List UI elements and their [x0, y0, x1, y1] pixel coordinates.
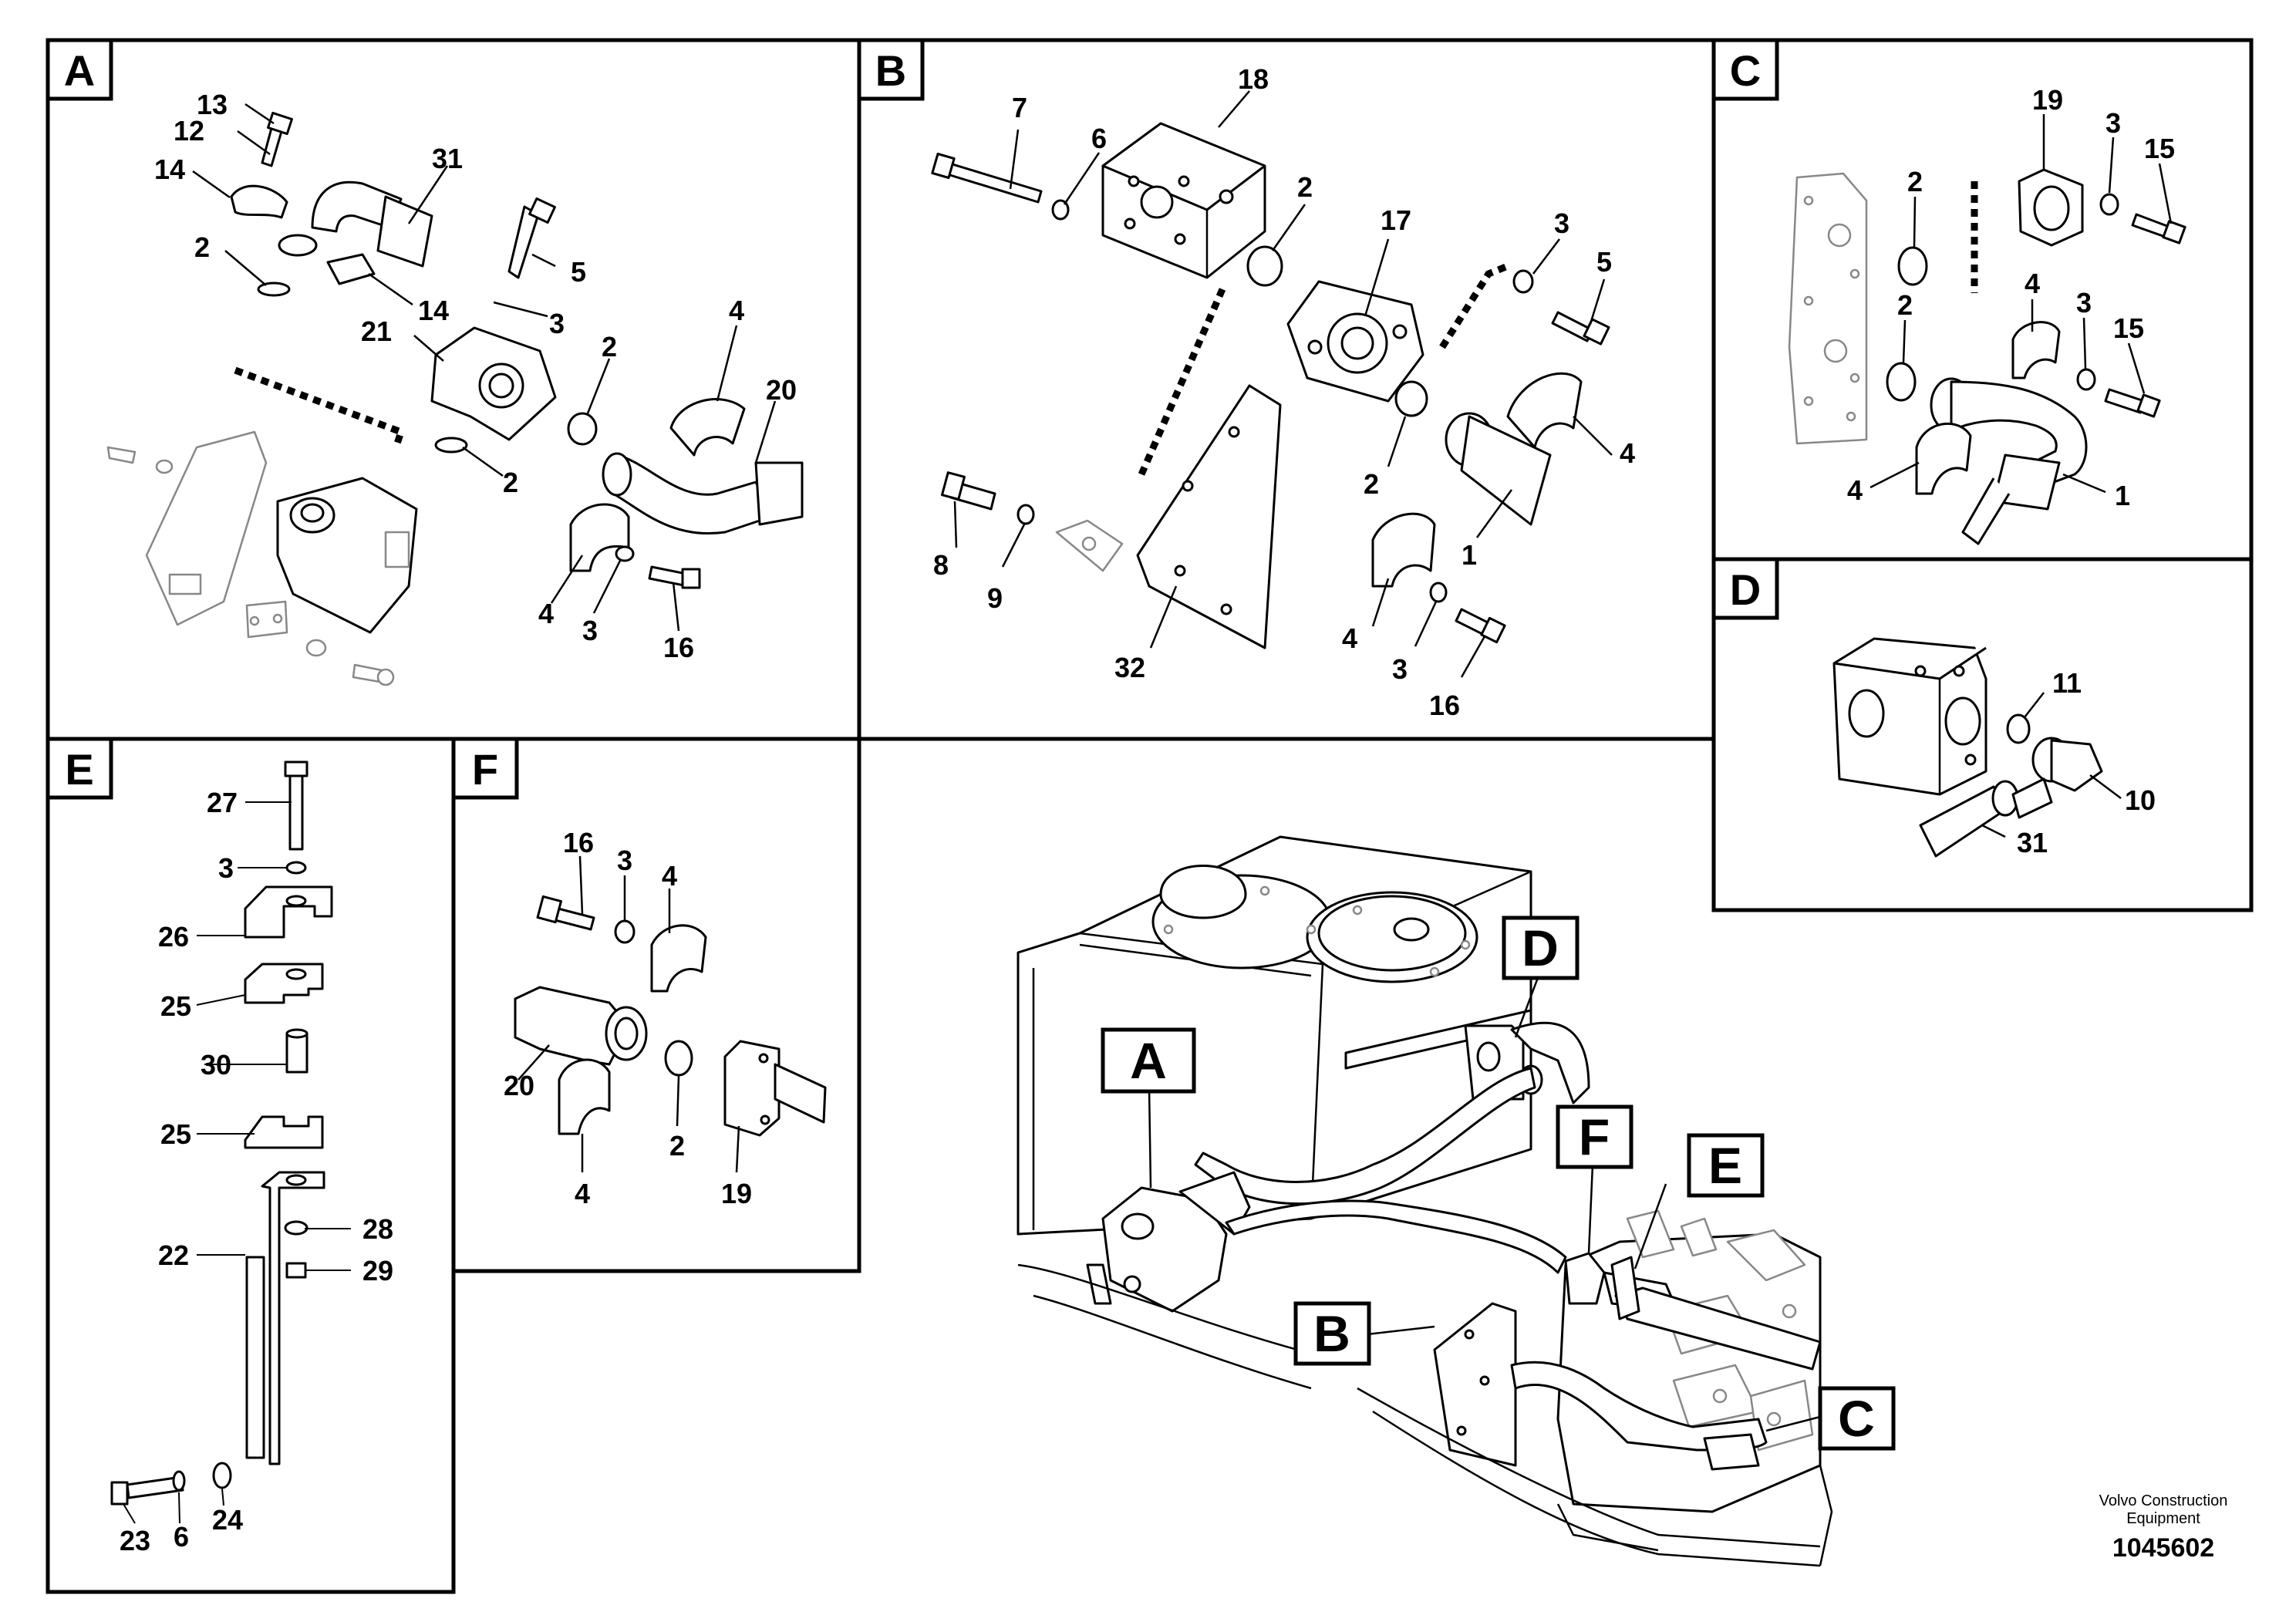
callout-C-2: 2: [1907, 166, 1923, 197]
callout-A-2b: 2: [602, 331, 617, 363]
callout-E-3: 3: [218, 852, 234, 884]
callout-C-15b: 15: [2113, 312, 2144, 344]
callout-D-10: 10: [2125, 784, 2156, 816]
overview-label-D: D: [1522, 919, 1559, 976]
callout-E-30: 30: [201, 1049, 231, 1081]
callout-A-21: 21: [361, 315, 392, 347]
callout-A-3b: 3: [582, 615, 598, 646]
callout-C-15: 15: [2144, 133, 2175, 164]
callout-F-16: 16: [563, 827, 594, 858]
panel-B-artwork: 7 6 18 2 17 3 5 4 2 1 8 9 32 4 3 16: [931, 63, 1635, 721]
callout-C-1: 1: [2115, 480, 2130, 511]
panel-F-artwork: 16 3 4 20 2 4 19: [504, 827, 827, 1209]
callout-E-25: 25: [160, 990, 191, 1022]
callout-E-27: 27: [207, 787, 238, 818]
panel-E-letter: E: [65, 745, 93, 794]
overview-label-B: B: [1313, 1305, 1350, 1362]
callout-E-26: 26: [158, 921, 189, 953]
footer-brand-line2: Equipment: [2126, 1510, 2200, 1527]
callout-A-16: 16: [663, 632, 694, 663]
panel-F-letter: F: [472, 745, 498, 794]
callout-C-2b: 2: [1897, 289, 1913, 321]
callout-F-4b: 4: [575, 1178, 590, 1209]
callout-A-14b: 14: [418, 295, 449, 326]
drawing-number: 1045602: [2112, 1533, 2215, 1563]
callout-D-11: 11: [2052, 667, 2082, 699]
callout-B-4b: 4: [1342, 622, 1357, 654]
overview-label-E: E: [1708, 1137, 1742, 1194]
callout-F-20: 20: [504, 1070, 534, 1101]
callout-B-5: 5: [1596, 246, 1612, 278]
overview-label-C: C: [1838, 1390, 1875, 1447]
callout-A-4: 4: [729, 295, 744, 326]
callout-A-20: 20: [766, 374, 797, 406]
panel-D-letter: D: [1730, 565, 1761, 614]
panel-F-frame: [451, 737, 861, 1273]
callout-A-3: 3: [549, 308, 565, 339]
panel-E-artwork: 27 3 26 25 30 25 28 22 29 23 6 24: [110, 760, 393, 1556]
callout-C-4: 4: [2025, 268, 2040, 299]
panel-E-frame: [46, 737, 456, 1594]
callout-D-31: 31: [2017, 827, 2048, 858]
callout-A-5: 5: [571, 256, 586, 288]
callout-B-18: 18: [1238, 63, 1269, 95]
callout-B-6: 6: [1091, 123, 1107, 154]
callout-E-28: 28: [362, 1213, 393, 1245]
callout-C-3b: 3: [2076, 287, 2092, 319]
callout-B-3: 3: [1554, 207, 1569, 239]
callout-F-2: 2: [669, 1130, 685, 1162]
callout-E-23: 23: [120, 1525, 150, 1556]
callout-B-2b: 2: [1364, 468, 1379, 500]
callout-F-3: 3: [617, 845, 632, 876]
callout-B-1: 1: [1462, 539, 1477, 571]
callout-B-16: 16: [1429, 690, 1460, 721]
callout-B-17: 17: [1381, 204, 1411, 236]
callout-B-8: 8: [933, 549, 949, 581]
callout-E-6: 6: [174, 1521, 189, 1553]
overview-label-A: A: [1130, 1032, 1167, 1089]
callout-A-2c: 2: [503, 467, 518, 498]
callout-B-3b: 3: [1392, 653, 1408, 685]
callout-B-4: 4: [1620, 437, 1635, 469]
panel-A-letter: A: [64, 46, 95, 95]
panel-letters: A B C D E F: [46, 38, 1779, 800]
footer-brand: Volvo Construction Equipment: [2086, 1492, 2240, 1528]
callout-B-7: 7: [1012, 92, 1027, 123]
panel-B-letter: B: [875, 46, 906, 95]
callout-E-22: 22: [158, 1239, 189, 1271]
callout-C-3: 3: [2106, 107, 2121, 139]
panel-D-artwork: 11 10 31: [1832, 637, 2156, 858]
callout-E-24: 24: [212, 1504, 243, 1536]
callout-A-4b: 4: [538, 598, 554, 629]
overview-assembly: A B C D E F: [1017, 835, 1896, 1567]
panel-B-frame: [857, 38, 1716, 741]
overview-label-F: F: [1579, 1108, 1610, 1165]
callout-B-9: 9: [987, 582, 1003, 614]
callout-A-2: 2: [194, 231, 210, 263]
callout-A-13: 13: [197, 89, 228, 120]
callout-E-25b: 25: [160, 1118, 191, 1150]
panel-A-artwork: 13 12 14 31 2 14 5 3 21 2 4 20 2 4 3 16: [106, 89, 804, 686]
panel-C-letter: C: [1730, 46, 1761, 95]
panel-C-artwork: 19 3 15 2 4 2 3 15 4 1: [1788, 84, 2186, 545]
callout-B-2: 2: [1297, 171, 1313, 203]
callout-F-19: 19: [721, 1178, 752, 1209]
callout-E-29: 29: [362, 1255, 393, 1286]
callout-C-4b: 4: [1847, 474, 1863, 506]
callout-A-12: 12: [174, 115, 204, 147]
callout-B-32: 32: [1114, 652, 1145, 683]
callout-C-19: 19: [2032, 84, 2063, 116]
callout-F-4: 4: [662, 860, 677, 892]
panel-D-frame: [1711, 557, 2254, 912]
footer-brand-line1: Volvo Construction: [2099, 1492, 2228, 1509]
callout-A-14: 14: [154, 153, 185, 185]
callout-A-31: 31: [432, 143, 463, 174]
